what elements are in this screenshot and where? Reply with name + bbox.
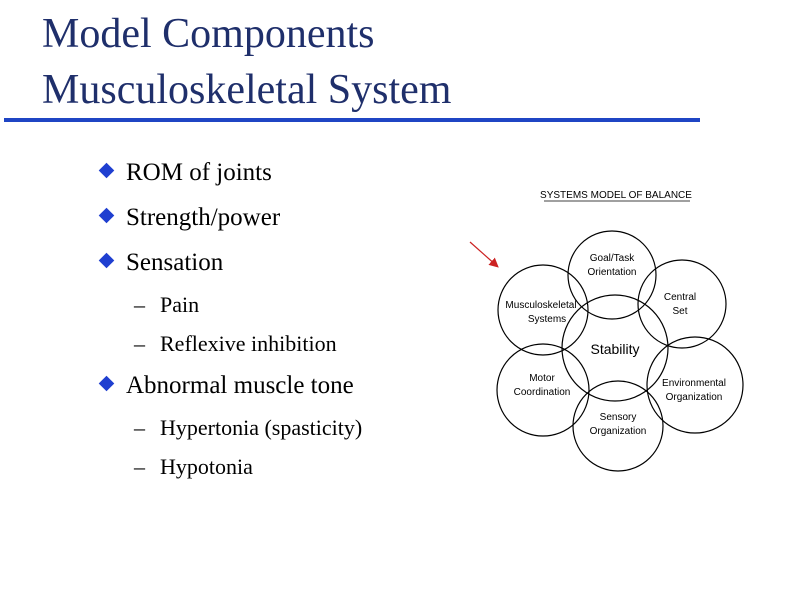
environmental-label-1: Environmental [662,378,726,389]
goal-task-label-2: Orientation [588,267,637,278]
dash-bullet: – [134,454,145,479]
diagram-heading: SYSTEMS MODEL OF BALANCE [540,190,692,201]
slide-title: Model Components Musculoskeletal System [42,6,451,118]
bullet-text: ROM of joints [126,159,272,186]
goal-task-label-1: Goal/Task [590,253,635,264]
bullet-text: Hypertonia (spasticity) [160,415,363,440]
dash-bullet: – [134,331,145,356]
diamond-bullet-icon [98,375,115,392]
environmental-label-2: Organization [666,392,723,403]
bullet-item: Strength/power [98,197,460,242]
musculoskeletal-circle [497,264,589,356]
diamond-bullet-icon [98,162,115,179]
diamond-bullet-icon [98,207,115,224]
bullet-text: Hypotonia [160,454,253,479]
bullet-text: Abnormal muscle tone [126,372,354,399]
title-line-2: Musculoskeletal System [42,67,452,113]
bullet-text: Strength/power [126,204,281,231]
sub-bullet-item: – Hypertonia (spasticity) [100,410,460,449]
bullet-item: Sensation [98,242,460,287]
title-underline [4,118,700,122]
musculoskeletal-label-1: Musculoskeletal [505,300,576,311]
red-arrow-icon [469,241,499,268]
sensory-label-1: Sensory [600,412,637,423]
sensory-circle [572,380,664,472]
bullet-text: Reflexive inhibition [160,331,337,356]
bullet-item: Abnormal muscle tone [98,365,460,410]
stability-circle [561,294,669,402]
bullet-list: ROM of joints Strength/power Sensation –… [98,152,460,488]
dash-bullet: – [134,292,145,317]
bullet-text: Sensation [126,249,224,276]
diamond-bullet-icon [98,252,115,269]
goal-task-circle [567,230,657,320]
dash-bullet: – [134,415,145,440]
motor-label-2: Coordination [514,387,571,398]
environmental-circle [646,336,744,434]
stability-label: Stability [590,341,639,357]
sub-bullet-item: – Pain [100,287,460,326]
motor-circle [496,343,590,437]
sensory-label-2: Organization [590,426,647,437]
central-set-circle [637,259,727,349]
central-set-label-1: Central [664,292,696,303]
central-set-label-2: Set [672,306,687,317]
sub-bullet-item: – Reflexive inhibition [100,326,460,365]
systems-model-diagram: SYSTEMS MODEL OF BALANCE Goal/Task Orien… [469,190,744,472]
musculoskeletal-label-2: Systems [528,314,566,325]
title-line-1: Model Components [42,11,375,57]
bullet-text: Pain [160,292,200,317]
bullet-item: ROM of joints [98,152,460,197]
sub-bullet-item: – Hypotonia [100,449,460,488]
motor-label-1: Motor [529,373,555,384]
